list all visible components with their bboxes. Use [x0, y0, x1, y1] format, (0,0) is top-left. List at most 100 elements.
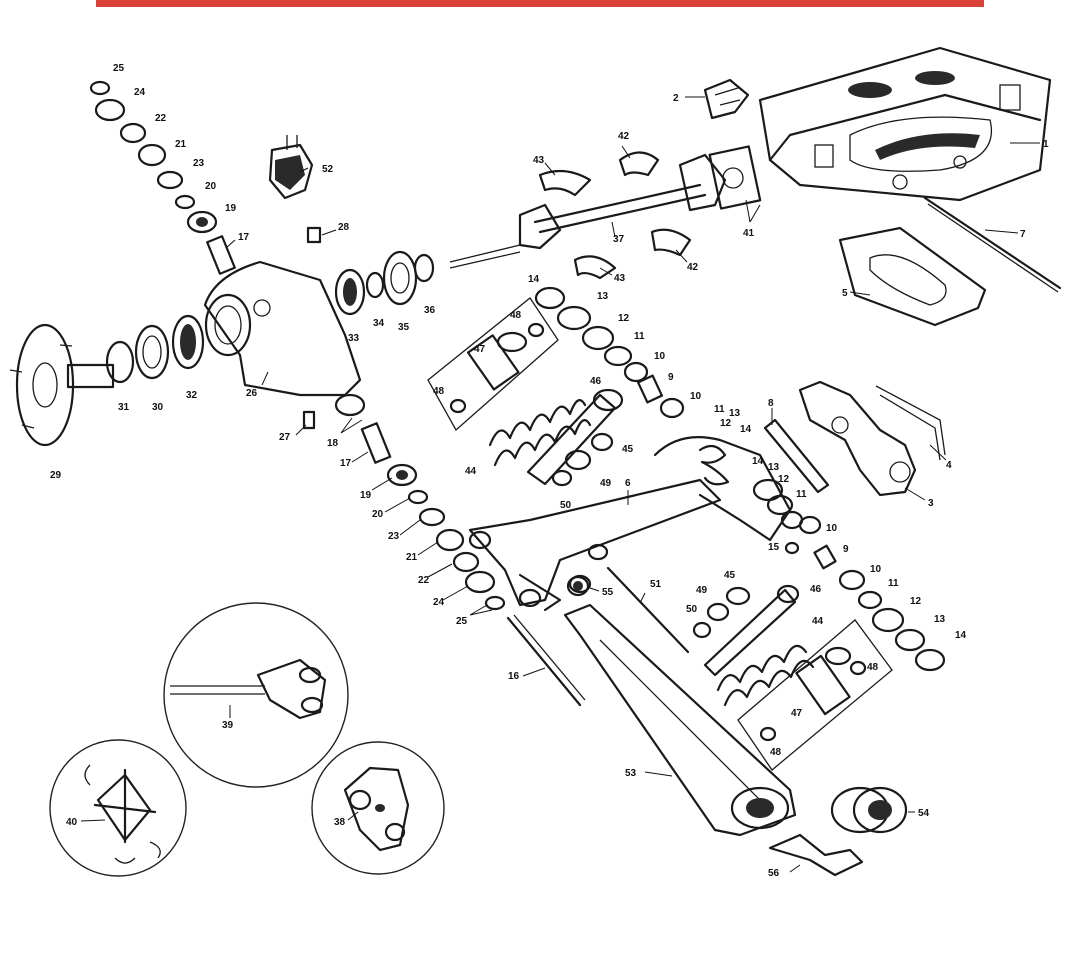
- label-26: 26: [246, 388, 258, 399]
- lower-inset-box: [737, 619, 893, 771]
- mount-bracket-part: [703, 78, 750, 120]
- label-45a: 45: [622, 444, 634, 455]
- label-48a: 48: [510, 310, 522, 321]
- bump-stop-part: [268, 135, 314, 200]
- lower-right-stack: [784, 515, 946, 672]
- label-37: 37: [613, 234, 625, 245]
- label-42a: 42: [618, 131, 630, 142]
- label-25b: 25: [456, 616, 468, 627]
- label-54: 54: [918, 808, 930, 819]
- shim-plate-part: [838, 226, 987, 327]
- label-43b: 43: [614, 273, 626, 284]
- label-27: 27: [279, 432, 291, 443]
- label-33: 33: [348, 333, 360, 344]
- upper-inset-box: [427, 297, 559, 432]
- label-48d: 48: [770, 747, 782, 758]
- lower-arm-part: [563, 603, 797, 837]
- tab-bracket-part: [768, 833, 864, 877]
- long-bolt-part: [923, 196, 1062, 293]
- label-53: 53: [625, 768, 637, 779]
- label-20a: 20: [205, 181, 217, 192]
- label-21a: 21: [175, 139, 187, 150]
- inset-circle-38: [311, 741, 445, 875]
- label-21b: 21: [406, 552, 418, 563]
- hub-carrier-part: [203, 260, 366, 417]
- label-13b: 13: [729, 408, 741, 419]
- label-6: 6: [625, 478, 631, 489]
- label-41: 41: [743, 228, 755, 239]
- label-48b: 48: [433, 386, 445, 397]
- label-29: 29: [50, 470, 62, 481]
- label-34: 34: [373, 318, 385, 329]
- label-2: 2: [673, 93, 679, 104]
- label-55: 55: [602, 587, 614, 598]
- wishbone-springs: [698, 444, 804, 530]
- label-7: 7: [1020, 229, 1026, 240]
- lower-spring-damper: [692, 584, 815, 707]
- label-9b: 9: [843, 544, 849, 555]
- label-49b: 49: [696, 585, 708, 596]
- label-13c: 13: [768, 462, 780, 473]
- label-12b: 12: [720, 418, 732, 429]
- inset-circle-39: [163, 602, 349, 788]
- label-28: 28: [338, 222, 350, 233]
- label-56: 56: [768, 868, 780, 879]
- upper-rings-stack: [534, 286, 685, 419]
- label-4: 4: [946, 460, 952, 471]
- label-12d: 12: [910, 596, 922, 607]
- label-9a: 9: [668, 372, 674, 383]
- label-16: 16: [508, 671, 520, 682]
- label-25a: 25: [113, 63, 125, 74]
- label-12a: 12: [618, 313, 630, 324]
- label-10c: 10: [826, 523, 838, 534]
- label-39: 39: [222, 720, 234, 731]
- label-14a: 14: [528, 274, 540, 285]
- label-43a: 43: [533, 155, 545, 166]
- label-17b: 17: [340, 458, 352, 469]
- label-35: 35: [398, 322, 410, 333]
- label-15: 15: [768, 542, 780, 553]
- label-8: 8: [768, 398, 774, 409]
- label-3: 3: [928, 498, 934, 509]
- label-14c: 14: [752, 456, 764, 467]
- label-17a: 17: [238, 232, 250, 243]
- label-48c: 48: [867, 662, 879, 673]
- label-38: 38: [334, 817, 346, 828]
- label-10b: 10: [690, 391, 702, 402]
- label-14b: 14: [740, 424, 752, 435]
- label-44b: 44: [812, 616, 824, 627]
- label-20b: 20: [372, 509, 384, 520]
- label-47a: 47: [474, 344, 486, 355]
- label-30: 30: [152, 402, 164, 413]
- label-14d: 14: [955, 630, 967, 641]
- label-40: 40: [66, 817, 78, 828]
- label-11b: 11: [714, 404, 725, 415]
- upper-spring-damper: [488, 388, 624, 487]
- stud-part: [302, 410, 316, 430]
- label-13a: 13: [597, 291, 609, 302]
- label-36: 36: [424, 305, 436, 316]
- label-50a: 50: [560, 500, 572, 511]
- label-1: 1: [1043, 139, 1049, 150]
- thin-pin-part: [606, 566, 690, 654]
- label-13d: 13: [934, 614, 946, 625]
- label-10d: 10: [870, 564, 882, 575]
- label-46a: 46: [590, 376, 602, 387]
- hub-flange-part: [9, 323, 115, 447]
- subframe-part: [758, 46, 1052, 202]
- label-18: 18: [327, 438, 339, 449]
- label-22a: 22: [155, 113, 167, 124]
- label-52: 52: [322, 164, 334, 175]
- label-45b: 45: [724, 570, 736, 581]
- label-22b: 22: [418, 575, 430, 586]
- label-23b: 23: [388, 531, 400, 542]
- bush-part: [566, 575, 590, 597]
- label-32: 32: [186, 390, 198, 401]
- label-44a: 44: [465, 466, 477, 477]
- label-11c: 11: [796, 489, 807, 500]
- label-11a: 11: [634, 331, 645, 342]
- label-19a: 19: [225, 203, 237, 214]
- label-12c: 12: [778, 474, 790, 485]
- label-51: 51: [650, 579, 662, 590]
